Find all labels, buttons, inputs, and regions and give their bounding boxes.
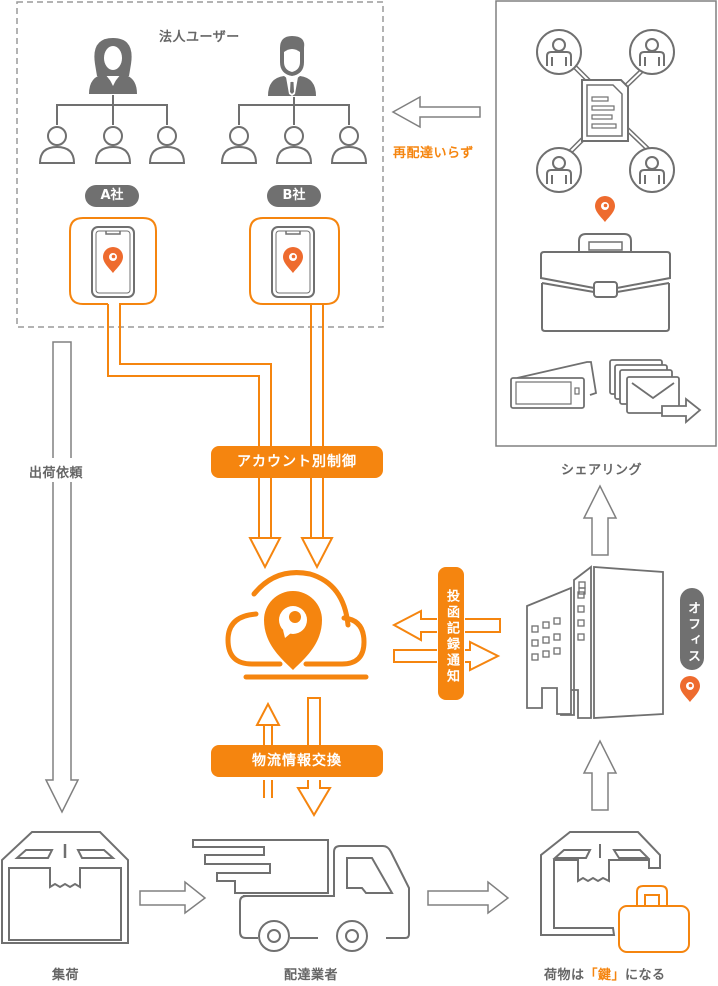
- user-icon: [149, 126, 185, 164]
- arrow-icon: [248, 537, 282, 570]
- company-b-badge: B社: [267, 185, 321, 207]
- pickup-label: 集荷: [52, 968, 80, 983]
- carrier-label: 配達業者: [284, 968, 339, 983]
- sharing-panel: [495, 0, 717, 447]
- arrow-icon: [300, 537, 334, 570]
- arrow-icon: [427, 880, 510, 915]
- user-icon: [221, 126, 257, 164]
- logistics-exchange-badge: 物流情報交換: [211, 745, 383, 777]
- office-badge: オフィス: [680, 588, 704, 670]
- user-icon: [39, 126, 75, 164]
- no-redelivery-label: 再配達いらず: [393, 146, 474, 161]
- shipping-request-label: 出荷依頼: [29, 466, 84, 481]
- user-icon: [276, 126, 312, 164]
- package-key-suffix: になる: [625, 968, 666, 983]
- user-icon: [629, 147, 675, 193]
- cloud-pin-icon: [225, 570, 369, 680]
- shipping-request-arrow: [44, 341, 80, 814]
- package-key-highlight: 「鍵」: [584, 968, 626, 983]
- user-icon: [536, 147, 582, 193]
- account-control-badge: アカウント別制御: [211, 446, 383, 478]
- arrow-icon: [582, 739, 618, 811]
- location-pin-icon: [264, 591, 322, 670]
- briefcase-icon: [540, 233, 671, 332]
- user-icon: [536, 29, 582, 75]
- office-windows: [578, 587, 586, 595]
- male-manager-icon: [268, 36, 316, 96]
- delivery-truck-icon: [192, 839, 410, 952]
- mail-forward-icon: [609, 359, 702, 424]
- network-document-icon: [568, 60, 653, 154]
- corporate-users-title: 法人ユーザー: [159, 30, 240, 45]
- arrow-icon: [139, 880, 207, 915]
- sharing-label: シェアリング: [561, 463, 643, 478]
- org-tree-a: [56, 95, 168, 125]
- app-frame-b: [249, 217, 340, 538]
- corporate-users-frame: [16, 1, 384, 328]
- ticket-icon: [510, 361, 598, 409]
- user-icon: [95, 126, 131, 164]
- user-icon: [331, 126, 367, 164]
- no-redelivery-arrow: [391, 95, 481, 129]
- user-icon: [629, 29, 675, 75]
- org-tree-b: [238, 97, 350, 125]
- package-key-prefix: 荷物は: [544, 968, 585, 983]
- office-building-icon: [526, 565, 664, 719]
- drop-record-notice-badge: 投函記録通知: [438, 567, 464, 700]
- package-key-label: 荷物は「鍵」になる: [544, 964, 666, 983]
- female-manager-icon: [89, 38, 137, 94]
- location-pin-icon: [680, 676, 700, 702]
- package-lock-icon: [540, 831, 690, 953]
- sharing-arrow: [582, 484, 618, 556]
- company-a-badge: A社: [85, 185, 139, 207]
- package-box-icon: [1, 831, 129, 944]
